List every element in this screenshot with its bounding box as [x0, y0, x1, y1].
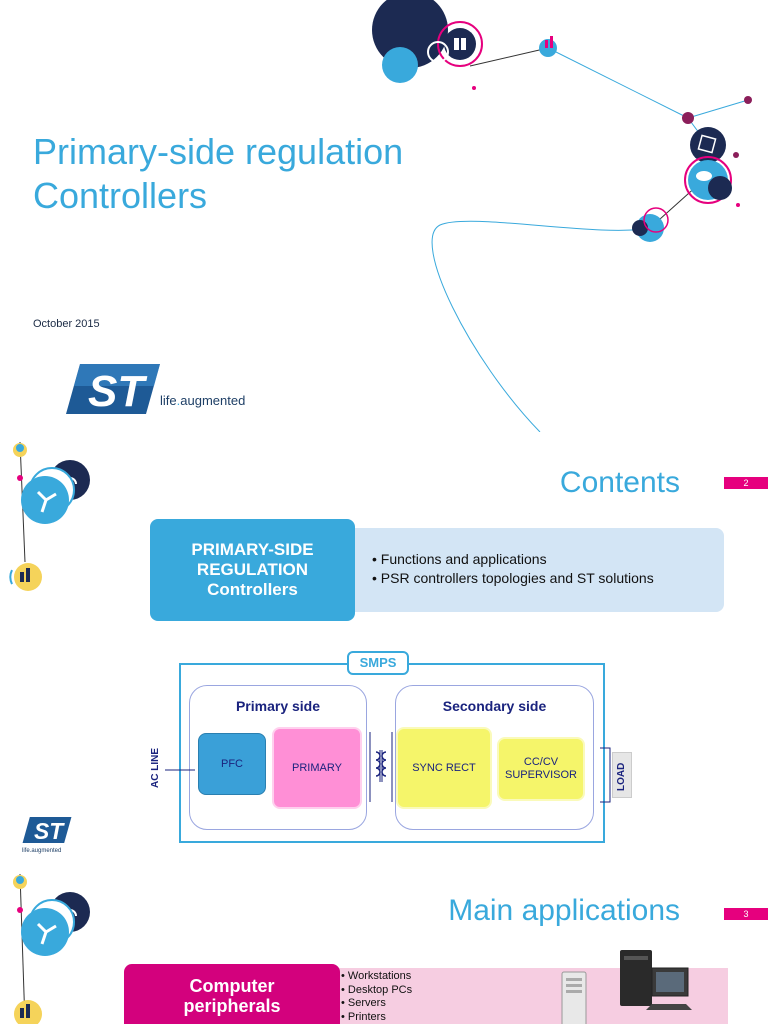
page-title: Primary-side regulation Controllers — [33, 130, 403, 218]
contents-box-line-1: PRIMARY-SIDE — [191, 540, 314, 559]
list-item: Servers — [341, 997, 412, 1011]
st-logo-small-text: ST — [34, 818, 65, 843]
side-decoration — [13, 873, 90, 1024]
tagline-augmented: augmented — [180, 393, 246, 408]
curve-line — [431, 220, 651, 432]
st-logo-text: ST — [88, 367, 147, 414]
smps-label: SMPS — [347, 651, 409, 675]
contents-box-line-3: Controllers — [207, 580, 298, 599]
load-wire — [600, 747, 611, 803]
transformer-icon — [369, 732, 393, 802]
blue-circle — [382, 47, 418, 83]
workstation-image — [620, 950, 692, 1010]
tagline: life.augmented — [160, 393, 245, 408]
primary-block: PRIMARY — [272, 727, 362, 809]
app-box-line-1: Computer — [189, 976, 275, 996]
slide-title-contents: Contents — [559, 466, 680, 499]
slide-2: Contents 2 PRIMARY-SIDE REGULATION Contr… — [0, 432, 768, 864]
contents-list: Functions and applications PSR controlle… — [372, 550, 654, 588]
slide-3: Main applications 3 Computer peripherals… — [0, 864, 768, 1024]
secondary-side-title: Secondary side — [442, 698, 547, 714]
tagline-dot: . — [176, 393, 181, 408]
contents-section-box[interactable]: PRIMARY-SIDE REGULATION Controllers — [150, 519, 355, 621]
slide-title-main-applications: Main applications — [448, 894, 680, 927]
applications-list: Workstations Desktop PCs Servers Printer… — [341, 970, 412, 1024]
load-label: LOAD — [616, 762, 627, 791]
presentation-date: October 2015 — [33, 318, 100, 330]
decorative-network-graphic — [372, 0, 752, 432]
app-box-line-2: peripherals — [183, 996, 281, 1016]
contents-box-line-2: REGULATION — [196, 560, 309, 579]
sync-rect-block: SYNC RECT — [396, 727, 492, 809]
primary-side-title: Primary side — [235, 698, 321, 714]
page-number-tag: 2 — [724, 477, 768, 489]
list-item: Desktop PCs — [341, 984, 412, 998]
contents-item[interactable]: PSR controllers topologies and ST soluti… — [372, 569, 654, 588]
cccv-line-1: CC/CV — [523, 756, 559, 768]
load-box: LOAD — [612, 752, 632, 798]
tagline-life: life — [160, 393, 177, 408]
title-line-1: Primary-side regulation — [33, 131, 404, 172]
ac-line-label: AC LINE — [150, 748, 161, 788]
list-item: Workstations — [341, 970, 412, 984]
ac-line-wire — [165, 769, 195, 771]
contents-item[interactable]: Functions and applications — [372, 550, 654, 569]
pfc-block: PFC — [198, 733, 266, 795]
side-decoration — [9, 441, 90, 591]
computer-peripherals-box[interactable]: Computer peripherals — [124, 964, 340, 1024]
computer-tower-image — [561, 971, 587, 1024]
st-logo: ST — [66, 364, 160, 414]
title-line-2: Controllers — [33, 175, 208, 216]
cccv-line-2: SUPERVISOR — [505, 769, 577, 781]
list-item: Printers — [341, 1011, 412, 1024]
slide-1: Primary-side regulation Controllers Octo… — [0, 0, 768, 432]
page-number-tag: 3 — [724, 908, 768, 920]
mini-tagline: life.augmented — [22, 848, 62, 854]
st-logo-small: ST — [22, 817, 72, 843]
